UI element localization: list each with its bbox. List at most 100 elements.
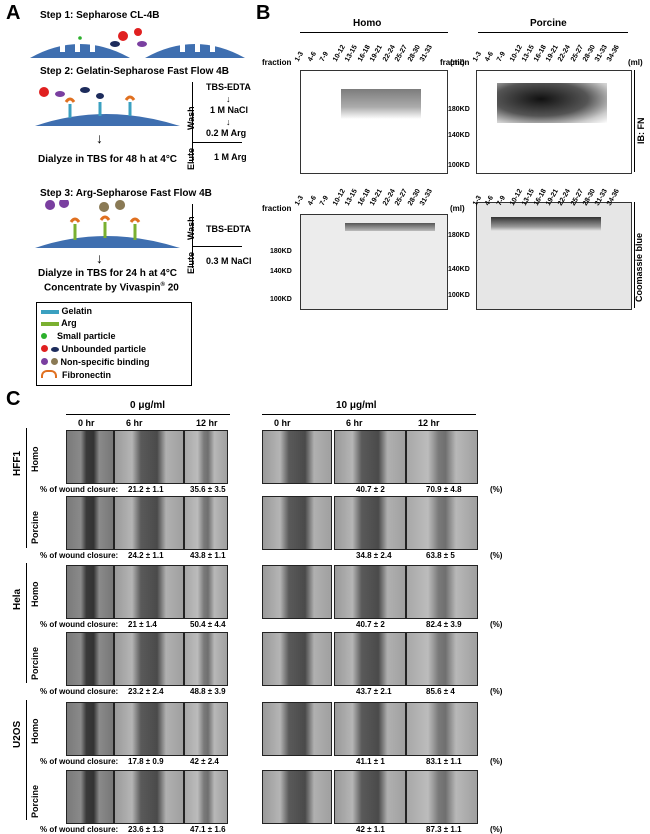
- species-label-3: Porcine: [30, 646, 40, 680]
- wound-value-r3-12h-10: 85.6 ± 4: [426, 687, 455, 696]
- wound-value-r4-6h-10: 41.1 ± 1: [356, 757, 385, 766]
- wound-image-r5-g1-t1: [334, 770, 406, 824]
- homo-fraction-top-1: 4-6: [306, 50, 318, 63]
- species-label-4: Homo: [30, 718, 40, 745]
- wound-image-r5-g1-t2: [406, 770, 478, 824]
- homo-fraction-bot-1: 4-6: [306, 194, 318, 207]
- cell-line-label-0: HFF1: [12, 451, 23, 476]
- homo-header: Homo: [353, 18, 382, 29]
- arg-icon: [41, 321, 59, 326]
- legend-arg: Arg: [61, 318, 77, 328]
- wash-item-3: 0.2 M Arg: [206, 128, 247, 138]
- conc-10-header: 10 μg/ml: [336, 400, 377, 411]
- arrow-down-icon: ↓: [96, 130, 103, 146]
- dialyze-24h: Dialyze in TBS for 24 h at 4°C: [38, 268, 178, 279]
- step3-title: Step 3: Arg-Sepharose Fast Flow 4B: [40, 188, 212, 199]
- species-label-2: Homo: [30, 581, 40, 608]
- wound-value-r2-12h-0: 50.4 ± 4.4: [190, 620, 226, 629]
- cell-line-label-1: Hela: [12, 588, 23, 610]
- mw-100-gel: 100KD: [270, 296, 292, 303]
- concentrate-text: Concentrate by Vivaspin® 20: [44, 282, 179, 294]
- wound-value-r2-6h-0: 21 ± 1.4: [128, 620, 157, 629]
- fraction-label: fraction: [262, 58, 292, 67]
- wound-value-r0-12h-0: 35.6 ± 3.5: [190, 485, 226, 494]
- elute-item: 1 M Arg: [214, 152, 247, 162]
- porcine-header: Porcine: [530, 18, 567, 29]
- homo-coomassie-gel: [300, 214, 448, 310]
- unbound-navy-icon: [51, 347, 59, 352]
- mw-100-ib: 100KD: [448, 162, 470, 169]
- porcine-fraction-top-2: 7-9: [496, 50, 508, 63]
- porcine-ib-blot: [476, 70, 632, 174]
- wash2-label: Wash: [186, 216, 196, 240]
- legend-unbound: Unbounded particle: [61, 344, 147, 354]
- mw-180-ib: 180KD: [448, 106, 470, 113]
- wash-item-2: 1 M NaCl: [210, 105, 249, 115]
- unit-label-0: (%): [490, 485, 503, 494]
- wound-value-r5-12h-0: 47.1 ± 1.6: [190, 825, 226, 834]
- fraction-label-2: fraction: [262, 204, 292, 213]
- porcine-fraction-top-1: 4-6: [484, 50, 496, 63]
- wound-value-r4-6h-0: 17.8 ± 0.9: [128, 757, 164, 766]
- wound-image-r0-g0-t0: [66, 430, 114, 484]
- ml-label: (ml): [450, 58, 465, 67]
- wound-value-r5-12h-10: 87.3 ± 1.1: [426, 825, 462, 834]
- species-label-0: Homo: [30, 446, 40, 473]
- porcine-coomassie-gel: [476, 202, 632, 310]
- wound-closure-label-2: % of wound closure:: [40, 620, 119, 629]
- wound-image-r4-g1-t0: [262, 702, 332, 756]
- homo-ib-blot: [300, 70, 448, 174]
- unit-label-2: (%): [490, 620, 503, 629]
- homo-fraction-bot-2: 7-9: [318, 194, 331, 207]
- wound-value-r5-6h-0: 23.6 ± 1.3: [128, 825, 164, 834]
- unit-label-5: (%): [490, 825, 503, 834]
- panel-b-label: B: [256, 2, 271, 24]
- wound-value-r4-12h-10: 83.1 ± 1.1: [426, 757, 462, 766]
- wound-value-r2-6h-10: 40.7 ± 2: [356, 620, 385, 629]
- cell-line-divider-2: [26, 700, 27, 820]
- wound-image-r1-g0-t0: [66, 496, 114, 550]
- panel-c-label: C: [6, 388, 21, 410]
- wound-image-r1-g1-t2: [406, 496, 478, 550]
- wound-image-r5-g0-t2: [184, 770, 228, 824]
- wound-value-r3-6h-0: 23.2 ± 2.4: [128, 687, 164, 696]
- arrow-down-icon: ↓: [96, 250, 103, 266]
- species-label-5: Porcine: [30, 784, 40, 818]
- cell-line-divider-0: [26, 428, 27, 548]
- wound-image-r0-g0-t2: [184, 430, 228, 484]
- wound-closure-label-5: % of wound closure:: [40, 825, 119, 834]
- legend-small: Small particle: [57, 331, 116, 341]
- mw-180-gel: 180KD: [270, 248, 292, 255]
- wound-closure-label-1: % of wound closure:: [40, 551, 119, 560]
- wound-value-r2-12h-10: 82.4 ± 3.9: [426, 620, 462, 629]
- wound-image-r1-g1-t1: [334, 496, 406, 550]
- legend-box: Gelatin Arg Small particle Unbounded par…: [36, 302, 192, 386]
- arrow-down-icon: ↓: [226, 117, 231, 127]
- unit-label-3: (%): [490, 687, 503, 696]
- time-header-0-2: 12 hr: [196, 418, 218, 428]
- dialyze-48h: Dialyze in TBS for 48 h at 4°C: [38, 154, 178, 165]
- wound-value-r3-6h-10: 43.7 ± 2.1: [356, 687, 392, 696]
- unbound-red-icon: [41, 345, 48, 352]
- mw-180-gel-porc: 180KD: [448, 232, 470, 239]
- nonspecific-purple-icon: [41, 358, 48, 365]
- time-header-1-2: 12 hr: [418, 418, 440, 428]
- wound-image-r5-g0-t1: [114, 770, 184, 824]
- conc-0-header: 0 μg/ml: [130, 400, 166, 411]
- wash-divider: [192, 82, 193, 162]
- wash-item-1: TBS-EDTA: [206, 82, 251, 92]
- mw-140-ib: 140KD: [448, 132, 470, 139]
- wound-image-r4-g0-t0: [66, 702, 114, 756]
- mw-100-gel-porc: 100KD: [448, 292, 470, 299]
- wound-image-r1-g0-t2: [184, 496, 228, 550]
- wound-image-r1-g0-t1: [114, 496, 184, 550]
- wound-value-r1-12h-0: 43.8 ± 1.1: [190, 551, 226, 560]
- wound-image-r0-g1-t2: [406, 430, 478, 484]
- gelatin-icon: [41, 309, 59, 314]
- unit-label-1: (%): [490, 551, 503, 560]
- wound-image-r5-g0-t0: [66, 770, 114, 824]
- arrow-down-icon: ↓: [226, 94, 231, 104]
- elute-label: Elute: [186, 147, 196, 170]
- wound-value-r0-12h-10: 70.9 ± 4.8: [426, 485, 462, 494]
- species-label-1: Porcine: [30, 510, 40, 544]
